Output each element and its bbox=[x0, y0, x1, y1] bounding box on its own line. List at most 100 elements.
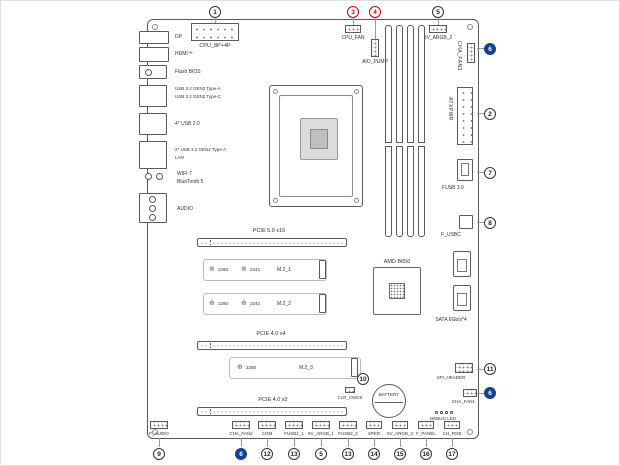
callout-1: 1 bbox=[209, 6, 221, 18]
callout-8: 8 bbox=[484, 217, 496, 229]
callout-7: 7 bbox=[484, 167, 496, 179]
chipset-label: AMD B650 bbox=[383, 259, 411, 265]
callout-13-num: 13 bbox=[290, 450, 298, 458]
callout-4: 4 bbox=[369, 6, 381, 18]
callout-9: 9 bbox=[153, 448, 165, 460]
callout-6-num: 6 bbox=[488, 45, 492, 53]
cha-fan3-header bbox=[467, 43, 475, 63]
callout-8-num: 8 bbox=[488, 219, 492, 227]
callout-10-num: 10 bbox=[359, 375, 367, 383]
callout-3: 3 bbox=[347, 6, 359, 18]
cpu-power-label: CPU_8P+4P bbox=[199, 43, 231, 49]
callout-9-num: 9 bbox=[157, 450, 161, 458]
antenna-connector bbox=[145, 173, 152, 180]
cpu-fan-label: CPU_FAN bbox=[341, 35, 365, 41]
callout-3-num: 3 bbox=[351, 8, 355, 16]
spi-header bbox=[455, 363, 473, 373]
cha-fan3-label: CHA_FAN3 bbox=[456, 41, 462, 71]
m2-1-name: M.2_1 bbox=[277, 267, 291, 273]
callout-11: 11 bbox=[484, 363, 496, 375]
leader-line bbox=[321, 438, 322, 447]
fusb2-1-label: FUSB2_1 bbox=[284, 431, 304, 436]
cmos-battery bbox=[372, 384, 406, 418]
audio-jack bbox=[149, 196, 156, 203]
callout-15-num: 15 bbox=[396, 450, 404, 458]
audio-jack bbox=[149, 214, 156, 221]
socket-hole bbox=[354, 89, 359, 94]
callout-5-num: 5 bbox=[436, 8, 440, 16]
callout-16-num: 16 bbox=[422, 450, 430, 458]
spkr-label: SPKR bbox=[367, 431, 381, 436]
cha-fan1-header bbox=[463, 389, 477, 397]
leader-line bbox=[477, 48, 484, 49]
standoff-icon: ⊕ bbox=[237, 363, 243, 371]
audio-label: AUDIO bbox=[177, 206, 193, 212]
pcie-slot-x16 bbox=[197, 238, 347, 247]
leader-line bbox=[348, 438, 349, 447]
usb20-label: 4* USB 2.0 bbox=[175, 121, 200, 127]
flash-bios-label: Flash BIOS bbox=[175, 69, 201, 75]
f-panel-header bbox=[418, 421, 434, 429]
chipset-die bbox=[389, 283, 405, 299]
callout-6-num: 6 bbox=[239, 450, 243, 458]
callout-6-chafan3: 6 bbox=[484, 43, 496, 55]
bluetooth-label: BlueTooth 5 bbox=[177, 179, 204, 185]
com-label: COM bbox=[261, 431, 273, 436]
clr-cmos-label: CLR_CMOS bbox=[337, 395, 363, 400]
callout-13-num: 13 bbox=[344, 450, 352, 458]
leader-line bbox=[452, 438, 453, 447]
argb2-header bbox=[429, 25, 447, 33]
battery-line bbox=[375, 402, 403, 403]
pcie1-label: PCIE 5.0 x16 bbox=[252, 228, 286, 234]
callout-5-num: 5 bbox=[319, 450, 323, 458]
argb1-label: 5V_ARGB_1 bbox=[308, 431, 334, 436]
m2-2-zone bbox=[203, 293, 327, 315]
m2-3-2280: 2280 bbox=[246, 365, 257, 370]
m2-1-2242: 2242 bbox=[250, 267, 261, 272]
usb20-block bbox=[139, 113, 167, 135]
callout-10: 10 bbox=[357, 373, 369, 385]
fusbc-header bbox=[459, 215, 473, 229]
cha-fan2-header bbox=[232, 421, 250, 429]
standoff-icon: ⊕ bbox=[209, 265, 215, 273]
usb32-a-label: USB 3.2 GEN2 Type-A bbox=[175, 86, 221, 91]
f-panel-label: F_PANEL bbox=[416, 431, 436, 436]
pcie2-label: PCIE 4.0 x4 bbox=[256, 331, 286, 337]
cpu-power-connector bbox=[191, 23, 239, 41]
clr-cmos-jumper bbox=[345, 387, 355, 393]
callout-17: 17 bbox=[446, 448, 458, 460]
debug-led bbox=[440, 411, 443, 414]
callout-7-num: 7 bbox=[488, 169, 492, 177]
m2-1-zone bbox=[203, 259, 327, 281]
leader-line bbox=[477, 369, 484, 370]
fusb3-label: FUSB 3.0 bbox=[442, 185, 464, 191]
leader-line bbox=[241, 438, 242, 447]
usb32-c-label: USB 3.2 GEN2 Type-C bbox=[175, 94, 221, 99]
m2-2-name: M.2_2 bbox=[277, 301, 291, 307]
pcie3-label: PCIE 4.0 x2 bbox=[258, 397, 288, 403]
callout-16: 16 bbox=[420, 448, 432, 460]
ch-rgb-label: CH_RGB bbox=[442, 431, 462, 436]
battery-label: BATTERY bbox=[378, 392, 400, 397]
m2-3-name: M.2_3 bbox=[299, 365, 313, 371]
sata-ports-2 bbox=[453, 285, 471, 311]
debug-led-label: DEBUG LED bbox=[429, 416, 456, 421]
dp-label: DP bbox=[175, 34, 182, 40]
aio-pump-label: AIO_PUMP bbox=[362, 59, 388, 65]
callout-5b: 5 bbox=[315, 448, 327, 460]
dimm-slot-1 bbox=[385, 25, 392, 237]
callout-1-num: 1 bbox=[213, 8, 217, 16]
callout-14: 14 bbox=[368, 448, 380, 460]
debug-led bbox=[450, 411, 453, 414]
aio-pump-header bbox=[371, 39, 379, 57]
atx-power-label: ATXPWR bbox=[447, 97, 453, 122]
leader-line bbox=[267, 438, 268, 447]
m2-2-2242: 2242 bbox=[250, 301, 261, 306]
lan-label: LAN bbox=[175, 155, 184, 160]
usb32-gen2-block bbox=[139, 85, 167, 107]
argb3-label: 5V_ARGB_3 bbox=[387, 431, 413, 436]
sata-label: SATA 6Gb/s*4 bbox=[435, 317, 467, 323]
m2-1-2280: 2280 bbox=[218, 267, 229, 272]
pcie-slot-x4 bbox=[197, 341, 347, 350]
